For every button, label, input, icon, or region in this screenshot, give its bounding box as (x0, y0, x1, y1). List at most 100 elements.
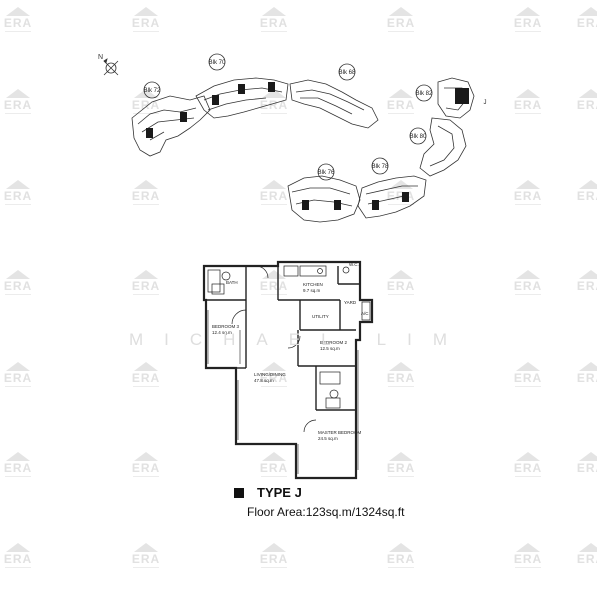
watermark-underline (388, 204, 414, 205)
house-roof-icon (6, 270, 30, 279)
watermark-logo-text: ERA (259, 98, 289, 112)
watermark-logo-text: ERA (131, 371, 161, 385)
watermark-logo-text: ERA (386, 98, 416, 112)
watermark-logo-text: ERA (259, 16, 289, 30)
house-roof-icon (6, 180, 30, 189)
era-watermark-logo: ERA (258, 180, 290, 208)
house-roof-icon (6, 7, 30, 16)
house-roof-icon (579, 452, 597, 461)
watermark-logo-text: ERA (259, 279, 289, 293)
house-roof-icon (389, 89, 413, 98)
watermark-underline (515, 386, 541, 387)
era-watermark-logo: ERA (130, 89, 162, 117)
watermark-logo-text: ERA (259, 552, 289, 566)
room-label: BATH (226, 280, 238, 285)
north-label: N (98, 54, 103, 61)
block-label-markers (143, 53, 433, 181)
house-roof-icon (389, 543, 413, 552)
watermark-underline (388, 294, 414, 295)
room-label: W.C. (349, 262, 359, 267)
watermark-underline (515, 476, 541, 477)
house-roof-icon (579, 270, 597, 279)
watermark-logo-text: ERA (386, 189, 416, 203)
watermark-underline (261, 476, 287, 477)
house-roof-icon (134, 452, 158, 461)
watermark-underline (515, 567, 541, 568)
block-label: Blk 68 (339, 70, 356, 76)
era-watermark-logo: ERA (512, 452, 544, 480)
watermark-logo-text: ERA (259, 371, 289, 385)
era-watermark-logo: ERA (385, 543, 417, 571)
era-watermark-logo: ERA (258, 270, 290, 298)
watermark-logo-text: ERA (513, 16, 543, 30)
house-roof-icon (389, 270, 413, 279)
watermark-logo-text: ERA (386, 371, 416, 385)
watermark-logo-text: ERA (576, 371, 597, 385)
house-roof-icon (262, 452, 286, 461)
era-watermark-logo: ERA (130, 362, 162, 390)
watermark-underline (5, 386, 31, 387)
bullet-square-icon (234, 487, 244, 498)
room-label: UTILITY (312, 314, 329, 319)
watermark-underline (388, 386, 414, 387)
watermark-logo-text: ERA (131, 461, 161, 475)
watermark-logo-text: ERA (513, 461, 543, 475)
era-watermark-logo: ERA (575, 7, 597, 35)
watermark-logo-text: ERA (576, 98, 597, 112)
era-watermark-logo: ERA (575, 362, 597, 390)
watermark-underline (5, 204, 31, 205)
room-label: KITCHEN (303, 282, 323, 287)
watermark-underline (5, 31, 31, 32)
watermark-underline (515, 294, 541, 295)
era-watermark-logo: ERA (130, 452, 162, 480)
watermark-logo-text: ERA (3, 461, 33, 475)
watermark-underline (133, 294, 159, 295)
watermark-logo-text: ERA (3, 552, 33, 566)
room-label: MASTER BEDROOM (318, 430, 362, 435)
room-label: BEDROOM 3 (212, 324, 240, 329)
room-area: 24.5 sq.m (318, 436, 338, 441)
watermark-logo-text: ERA (386, 552, 416, 566)
era-watermark-logo: ERA (512, 89, 544, 117)
house-roof-icon (262, 7, 286, 16)
house-roof-icon (134, 362, 158, 371)
house-roof-icon (579, 362, 597, 371)
era-watermark-logo: ERA (512, 543, 544, 571)
watermark-logo-text: ERA (576, 279, 597, 293)
watermark-underline (133, 567, 159, 568)
house-roof-icon (262, 180, 286, 189)
watermark-logo-text: ERA (131, 279, 161, 293)
watermark-underline (5, 567, 31, 568)
unit-type-heading: TYPE J (234, 485, 302, 500)
watermark-logo-text: ERA (131, 189, 161, 203)
era-watermark-logo: ERA (575, 180, 597, 208)
house-roof-icon (579, 180, 597, 189)
era-watermark-logo: ERA (575, 270, 597, 298)
era-watermark-logo: ERA (512, 7, 544, 35)
watermark-underline (133, 113, 159, 114)
watermark-logo-text: ERA (3, 279, 33, 293)
watermark-underline (261, 386, 287, 387)
watermark-logo-text: ERA (576, 461, 597, 475)
house-roof-icon (389, 362, 413, 371)
room-label: A/C (361, 311, 369, 316)
watermark-underline (5, 113, 31, 114)
watermark-logo-text: ERA (259, 461, 289, 475)
house-roof-icon (516, 89, 540, 98)
watermark-logo-text: ERA (131, 98, 161, 112)
house-roof-icon (134, 543, 158, 552)
watermark-logo-text: ERA (576, 189, 597, 203)
watermark-underline (515, 113, 541, 114)
house-roof-icon (389, 7, 413, 16)
house-roof-icon (516, 270, 540, 279)
house-roof-icon (516, 362, 540, 371)
watermark-logo-text: ERA (513, 98, 543, 112)
watermark-underline (261, 31, 287, 32)
watermark-underline (133, 31, 159, 32)
block-label: Blk 70 (209, 60, 226, 66)
unit-highlights (146, 82, 469, 210)
house-roof-icon (516, 452, 540, 461)
watermark-underline (388, 567, 414, 568)
era-watermark-logo: ERA (385, 89, 417, 117)
era-watermark-logo: ERA (2, 180, 34, 208)
